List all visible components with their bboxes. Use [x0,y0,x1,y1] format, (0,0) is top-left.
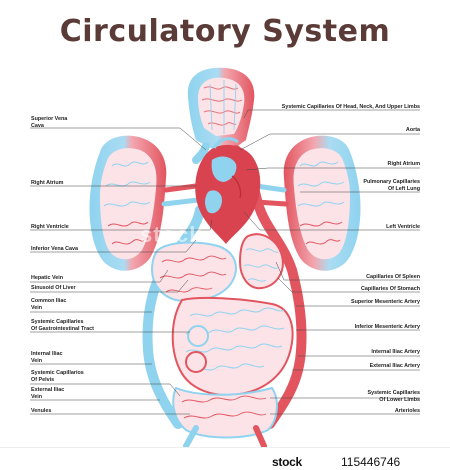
label-aorta: Aorta [405,127,420,133]
label-sinusoid-of-liver: Sinusoid Of Liver [31,285,76,291]
stock-id: 115446746 [341,455,401,469]
label-left-ventricle: Left Ventricle [386,224,420,230]
label-external-iliac-vein: External Iliac Vein [31,387,65,400]
stock-logo: stock [272,455,302,469]
label-internal-iliac-vein: Internal Iliac Vein [31,351,63,364]
label-superior-mesenteric-artery: Superior Mesenteric Artery [350,299,420,305]
label-internal-iliac-artery: Internal Iliac Artery [371,349,420,355]
label-capillaries-spleen: Capillaries Of Spleen [366,274,420,280]
lower-limb-capillary-bed [172,386,278,449]
footer-bar [0,447,450,470]
label-capillaries-pelvis: Systemic Capillarios Of Pelvis [31,370,84,383]
watermark: stock [140,222,203,247]
label-hepatic-vein: Hepatic Vein [31,275,64,281]
label-superior-vena-cava: Superior Vena Cava [31,116,68,129]
head-capillary-bed [187,67,255,150]
label-inferior-mesenteric-artery: Inferior Mesenteric Artery [354,324,420,330]
label-right-ventricle: Right Ventricle [31,224,69,230]
left-lung-capillaries [283,135,361,271]
label-capillaries-stomach: Capillaries Of Stomach [360,286,420,292]
diagram-title: Circulatory System [59,14,391,49]
label-venules: Venules [31,408,52,414]
label-right-atrium-right: Right Atrium [387,161,420,167]
label-capillaries-head-neck: Systemic Capillaries Of Head, Neck, And … [281,104,420,110]
right-lung-capillaries [89,135,167,271]
abdominal-capillary-beds [150,233,294,396]
label-right-atrium-left: Right Atrium [31,180,64,186]
leader-lines-left [30,127,213,415]
label-capillaries-lower-limbs: Systemic Capillaries Of Lower Limbs [367,390,420,403]
heart [195,137,261,244]
label-common-iliac-vein: Common Iliac Vein [31,298,67,311]
label-pulmonary-capillaries: Pulmonary Capillaries Of Left Lung [363,179,420,192]
leader-lines-right [239,109,420,415]
label-inferior-vena-cava: Inferior Vena Cava [31,246,79,252]
label-external-iliac-artery: External Iliac Artery [369,363,420,369]
label-capillaries-gi-tract: Systemic Capillaries Of Gastrointestinal… [31,319,94,332]
label-arterioles: Arterioles [394,408,420,414]
